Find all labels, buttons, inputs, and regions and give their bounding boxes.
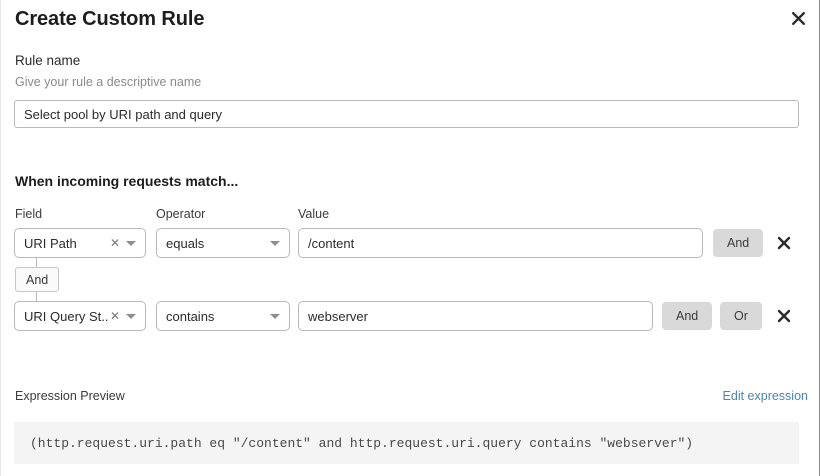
rule-name-input[interactable] xyxy=(14,100,799,128)
chevron-down-icon[interactable] xyxy=(126,313,136,319)
clear-x-icon[interactable]: ✕ xyxy=(109,309,120,323)
column-header-operator: Operator xyxy=(156,207,206,221)
value-input-2[interactable] xyxy=(298,301,653,331)
value-input-1[interactable] xyxy=(298,228,703,258)
chevron-down-icon[interactable] xyxy=(126,240,136,246)
field-select-1[interactable]: URI Path ✕ xyxy=(14,228,146,258)
delete-condition-button-1[interactable] xyxy=(773,232,795,254)
rule-name-label: Rule name xyxy=(15,53,81,68)
expression-preview-code: (http.request.uri.path eq "/content" and… xyxy=(14,422,799,464)
clear-x-icon[interactable]: ✕ xyxy=(109,236,120,250)
chevron-down-icon[interactable] xyxy=(270,240,280,246)
operator-select-1-value: equals xyxy=(166,235,205,251)
logic-and-button-2[interactable]: And xyxy=(662,302,713,330)
connector-line-bottom xyxy=(36,291,37,301)
chevron-down-icon[interactable] xyxy=(270,313,280,319)
condition-row: URI Query St... ✕ contains And Or xyxy=(1,301,819,331)
edit-expression-link[interactable]: Edit expression xyxy=(722,389,808,403)
match-section-heading: When incoming requests match... xyxy=(15,173,239,189)
operator-select-1[interactable]: equals xyxy=(156,228,290,258)
operator-select-2[interactable]: contains xyxy=(156,301,290,331)
field-select-2-value: URI Query St... xyxy=(24,308,108,324)
field-select-1-value: URI Path xyxy=(24,235,77,251)
condition-row: URI Path ✕ equals And xyxy=(1,228,819,258)
rule-name-helper: Give your rule a descriptive name xyxy=(15,75,202,89)
logic-or-button-2[interactable]: Or xyxy=(720,302,762,330)
delete-condition-button-2[interactable] xyxy=(773,305,795,327)
connector-line-top xyxy=(36,258,37,268)
logic-and-button-1[interactable]: And xyxy=(713,229,764,257)
column-header-field: Field xyxy=(15,207,43,221)
close-icon[interactable] xyxy=(786,6,810,30)
column-header-value: Value xyxy=(298,207,330,221)
expression-preview-label: Expression Preview xyxy=(15,389,125,403)
field-select-2[interactable]: URI Query St... ✕ xyxy=(14,301,146,331)
page-title: Create Custom Rule xyxy=(15,8,205,30)
connector-and-badge[interactable]: And xyxy=(15,267,60,292)
operator-select-2-value: contains xyxy=(166,308,215,324)
